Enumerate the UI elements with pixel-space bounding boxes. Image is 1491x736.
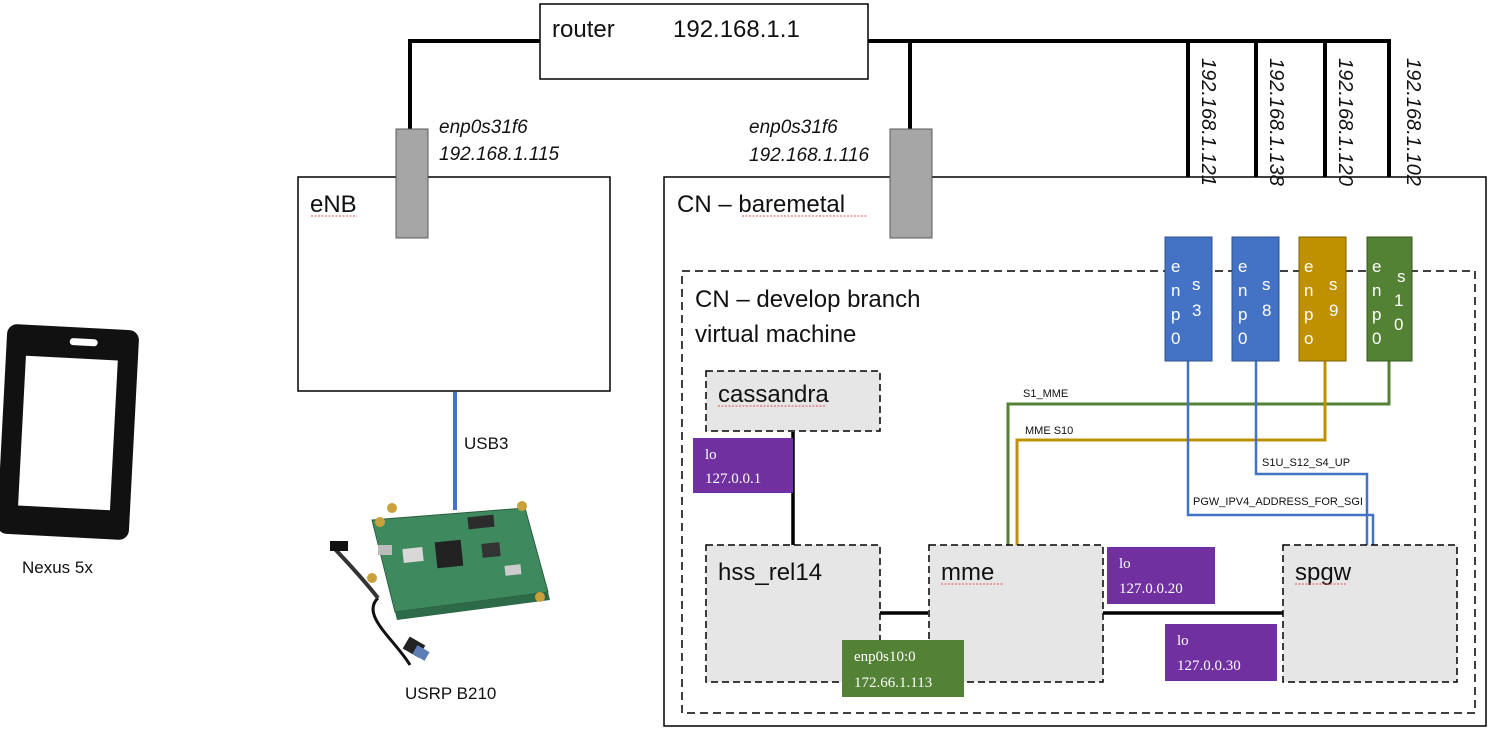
- spgw-lo: lo 127.0.0.30: [1165, 624, 1277, 681]
- cn-port: [889, 128, 933, 239]
- nic-char: s: [1192, 275, 1201, 294]
- cn-iface-name: enp0s31f6: [749, 117, 838, 138]
- bridge-iface-name: enp0s10:0: [854, 649, 916, 665]
- hss-label: hss_rel14: [718, 559, 822, 586]
- cn-baremetal-label: CN – baremetal: [677, 191, 845, 218]
- s1-mme-label: S1_MME: [1023, 388, 1068, 400]
- router-label: router: [552, 16, 615, 43]
- nic-char: n: [1304, 281, 1313, 300]
- nic-char: n: [1372, 281, 1381, 300]
- router-box: router 192.168.1.1: [539, 3, 869, 80]
- enb-iface-ip: 192.168.1.115: [439, 144, 560, 165]
- cassandra-lo-ip: 127.0.0.1: [705, 471, 761, 487]
- mme-s10-label: MME S10: [1025, 425, 1073, 437]
- nic-char: s: [1262, 275, 1271, 294]
- vm-label-line2: virtual machine: [695, 321, 856, 348]
- spgw-label: spgw: [1295, 559, 1352, 586]
- router-wires: [408, 39, 1391, 238]
- usrp-board-image: [330, 501, 550, 666]
- spgw-lo-ip: 127.0.0.30: [1177, 658, 1241, 674]
- nic-enp0s9: e n p o s 9: [1298, 236, 1347, 362]
- nic-char: p: [1238, 305, 1247, 324]
- enb-iface-name: enp0s31f6: [439, 117, 528, 138]
- phone-label: Nexus 5x: [22, 558, 93, 577]
- mme-box: mme: [928, 544, 1104, 683]
- router-ip: 192.168.1.1: [673, 16, 800, 43]
- mme-lo-ip: 127.0.0.20: [1119, 581, 1183, 597]
- nic-char: e: [1238, 257, 1247, 276]
- nic-char: 0: [1238, 329, 1247, 348]
- spgw-lo-name: lo: [1177, 633, 1189, 649]
- cassandra-lo: lo 127.0.0.1: [693, 438, 793, 493]
- cn-iface-ip: 192.168.1.116: [749, 145, 870, 166]
- cassandra-box: cassandra: [705, 370, 881, 432]
- s1-mme-link: [1006, 360, 1391, 545]
- mme-label: mme: [941, 559, 994, 586]
- bridge-iface-ip: 172.66.1.113: [854, 675, 932, 691]
- spgw-box: spgw: [1282, 544, 1458, 683]
- nic-ip-0: 192.168.1.121: [1197, 58, 1219, 186]
- nic-char: n: [1238, 281, 1247, 300]
- nic-ip-2: 192.168.1.120: [1334, 58, 1356, 186]
- usrp-label: USRP B210: [405, 684, 496, 703]
- cassandra-label: cassandra: [718, 381, 829, 408]
- mme-lo: lo 127.0.0.20: [1107, 547, 1215, 604]
- nic-char: o: [1304, 329, 1313, 348]
- nic-char: s: [1397, 267, 1406, 286]
- nic-enp0s8: e n p 0 s 8: [1231, 236, 1280, 362]
- nic-char: p: [1171, 305, 1180, 324]
- mme-s10-link: [1015, 360, 1327, 545]
- nic-char: e: [1171, 257, 1180, 276]
- enb-label: eNB: [310, 191, 357, 218]
- nic-char: 9: [1329, 301, 1338, 320]
- nic-char: e: [1304, 257, 1313, 276]
- nic-char: 3: [1192, 301, 1201, 320]
- enb-port: [395, 128, 429, 239]
- phone-icon: [0, 324, 139, 540]
- nic-char: 0: [1372, 329, 1381, 348]
- cassandra-lo-name: lo: [705, 447, 717, 463]
- nic-enp0s10: e n p 0 s 1 0: [1366, 236, 1413, 362]
- enb-box: eNB: [297, 176, 611, 392]
- s1u-label: S1U_S12_S4_UP: [1262, 457, 1350, 469]
- vm-box: CN – develop branch virtual machine: [681, 270, 1476, 714]
- nic-ip-1: 192.168.1.138: [1265, 58, 1287, 186]
- nic-enp0s3: e n p 0 s 3: [1164, 236, 1213, 362]
- nic-char: 8: [1262, 301, 1271, 320]
- nic-char: 0: [1171, 329, 1180, 348]
- mme-lo-name: lo: [1119, 556, 1131, 572]
- pgw-label: PGW_IPV4_ADDRESS_FOR_SGI: [1193, 496, 1363, 508]
- pgw-link: [1186, 360, 1375, 545]
- nic-char: e: [1372, 257, 1381, 276]
- vm-label-line1: CN – develop branch: [695, 286, 920, 313]
- s1u-link: [1254, 360, 1369, 545]
- nic-char: p: [1304, 305, 1313, 324]
- nic-char: n: [1171, 281, 1180, 300]
- bridge-iface: enp0s10:0 172.66.1.113: [842, 640, 964, 697]
- usb-label: USB3: [464, 434, 508, 453]
- nic-char: p: [1372, 305, 1381, 324]
- nic-ip-3: 192.168.1.102: [1402, 58, 1424, 186]
- nic-char: s: [1329, 275, 1338, 294]
- nic-char: 1: [1394, 291, 1403, 310]
- nic-char: 0: [1394, 315, 1403, 334]
